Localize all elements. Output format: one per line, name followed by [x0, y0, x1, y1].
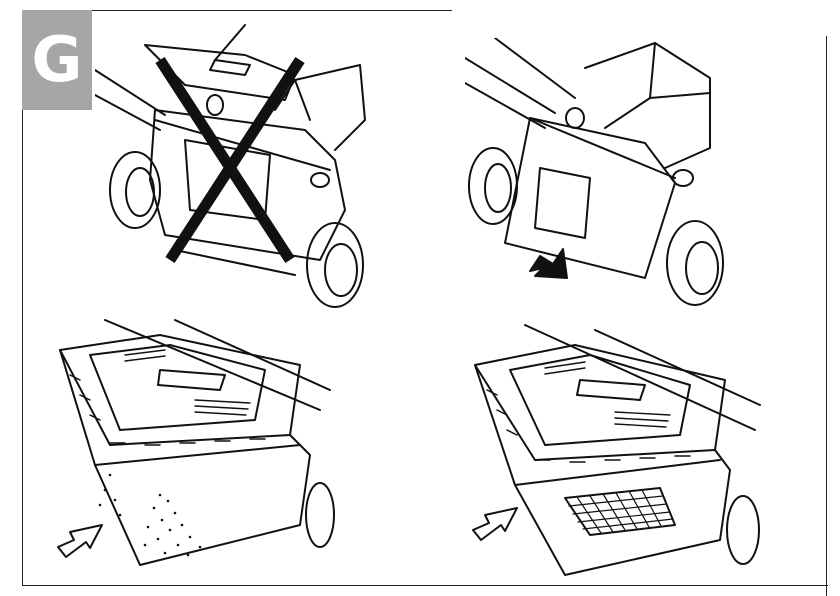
- illustration-catcher-correct: [465, 38, 765, 318]
- arrow-outline-icon: [57, 524, 103, 558]
- frame-right-line: [826, 36, 827, 596]
- illustration-catcher-wrong: [95, 20, 370, 310]
- section-badge: G: [22, 10, 92, 110]
- illustration-catcher-full: [50, 315, 335, 585]
- page-frame: [22, 10, 828, 586]
- arrow-push-icon: [529, 248, 568, 279]
- mesh-window: [564, 487, 676, 536]
- section-letter: G: [31, 23, 83, 96]
- frame-top-line: [22, 10, 452, 11]
- arrow-outline-icon: [472, 507, 518, 541]
- cross-mark-icon: [155, 57, 305, 263]
- illustration-catcher-empty: [465, 320, 765, 585]
